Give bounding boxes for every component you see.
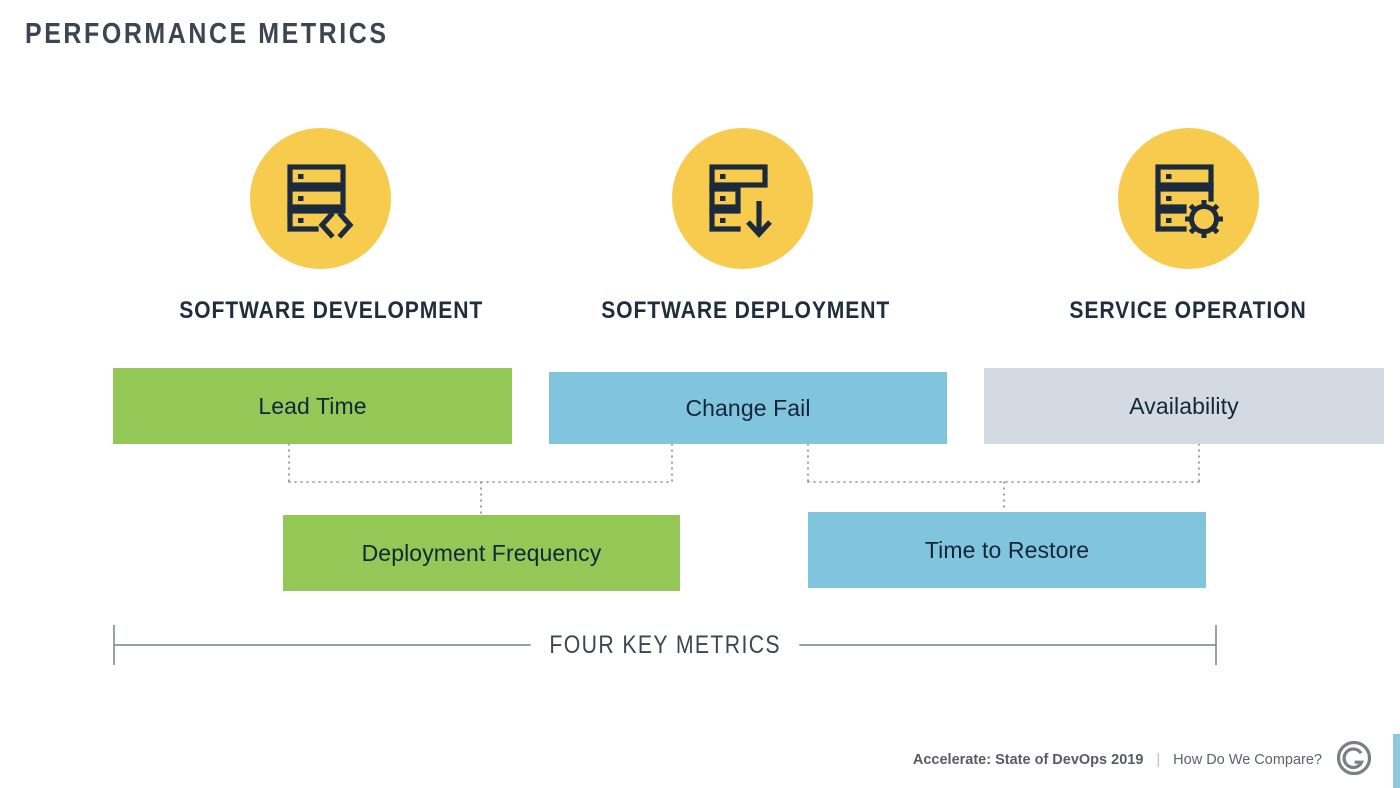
footer: Accelerate: State of DevOps 2019 | How D… bbox=[913, 752, 1322, 768]
server-code-icon bbox=[278, 157, 362, 241]
footer-report-title: Accelerate: State of DevOps 2019 bbox=[912, 752, 1144, 768]
column-service-operation: SERVICE OPERATION bbox=[1028, 128, 1348, 325]
metric-bar-time-to-restore[interactable]: Time to Restore bbox=[808, 512, 1206, 588]
column-software-deployment: SOFTWARE DEPLOYMENT bbox=[582, 128, 902, 325]
bracket-label: FOUR KEY METRICS bbox=[530, 630, 800, 660]
server-gear-icon bbox=[1146, 157, 1230, 241]
metric-label-deployment-frequency: Deployment Frequency bbox=[361, 539, 602, 566]
column-header-service-operation: SERVICE OPERATION bbox=[1069, 297, 1307, 324]
footer-subtitle: How Do We Compare? bbox=[1173, 752, 1322, 768]
column-header-software-deployment: SOFTWARE DEPLOYMENT bbox=[601, 297, 891, 324]
server-gear-icon-circle bbox=[1117, 128, 1259, 269]
metric-label-availability: Availability bbox=[1129, 392, 1239, 419]
metric-label-change-fail: Change Fail bbox=[685, 394, 811, 421]
column-header-software-development: SOFTWARE DEVELOPMENT bbox=[179, 297, 484, 324]
metric-label-lead-time: Lead Time bbox=[258, 392, 367, 419]
metric-bar-availability[interactable]: Availability bbox=[984, 368, 1384, 444]
metric-bar-deployment-frequency[interactable]: Deployment Frequency bbox=[283, 515, 680, 591]
brand-logo-icon bbox=[1336, 740, 1372, 776]
page-title: PERFORMANCE METRICS bbox=[25, 18, 389, 50]
server-download-icon bbox=[700, 157, 784, 241]
column-software-development: SOFTWARE DEVELOPMENT bbox=[160, 128, 484, 325]
server-download-icon-circle bbox=[671, 128, 813, 269]
edge-accent-strip bbox=[1393, 734, 1400, 788]
four-key-metrics-bracket: FOUR KEY METRICS bbox=[113, 620, 1217, 670]
metric-bar-change-fail[interactable]: Change Fail bbox=[549, 372, 947, 444]
metric-label-time-to-restore: Time to Restore bbox=[924, 536, 1090, 563]
footer-divider: | bbox=[1156, 752, 1161, 768]
bracket-label-wrap: FOUR KEY METRICS bbox=[113, 620, 1217, 670]
metric-bar-lead-time[interactable]: Lead Time bbox=[113, 368, 512, 444]
server-code-icon-circle bbox=[249, 128, 391, 269]
